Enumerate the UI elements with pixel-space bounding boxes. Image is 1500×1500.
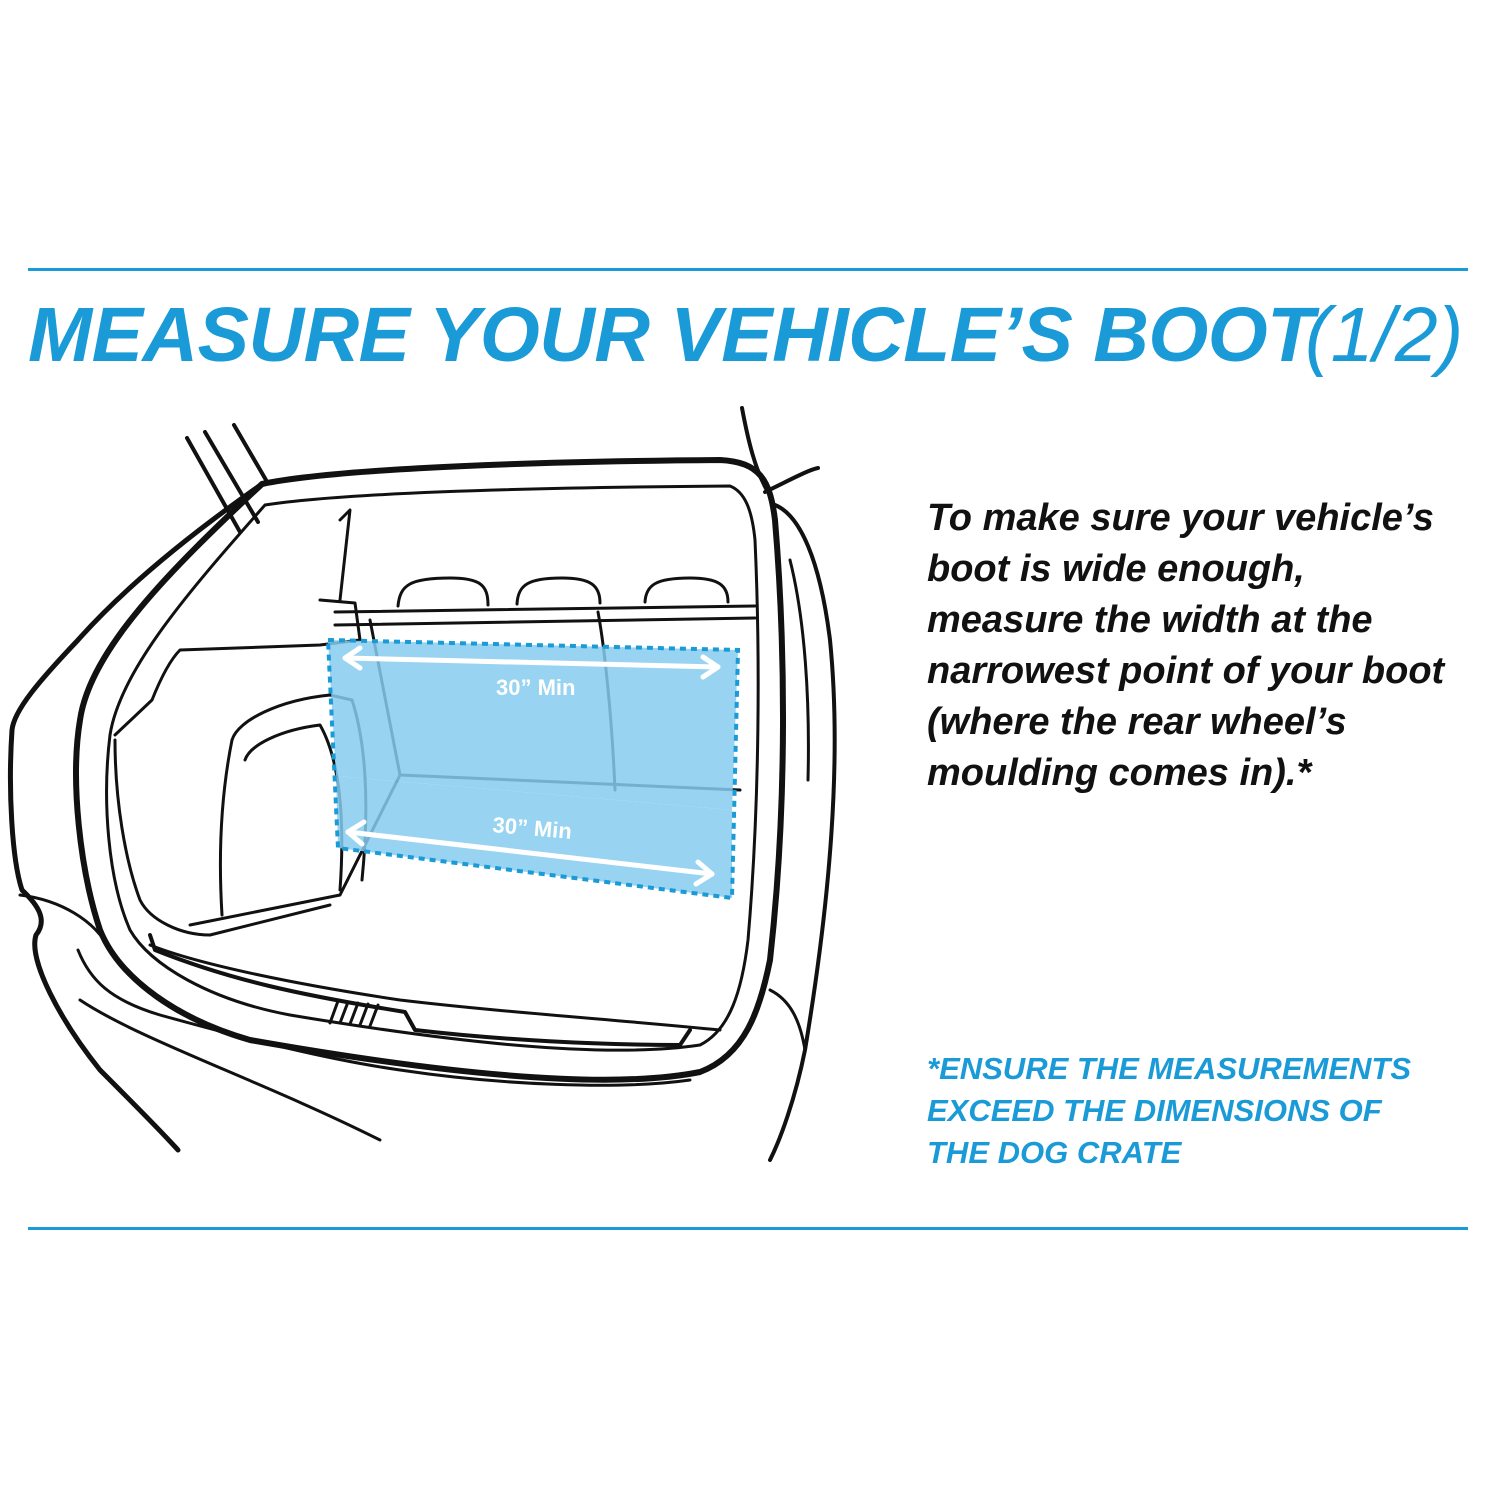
upper-width-arrow: [342, 645, 721, 680]
left-interior-panel: [113, 508, 368, 937]
boot-floor: [18, 773, 722, 1142]
car-boot-illustration: 30” Min 30” Min: [7, 406, 837, 1162]
boot-inner-frame: [105, 484, 760, 1052]
bottom-divider: [28, 1227, 1468, 1230]
latch-vent: [328, 999, 380, 1028]
page-title: MEASURE YOUR VEHICLE’S BOOT: [28, 292, 1314, 378]
page-indicator: (1/2): [1305, 292, 1464, 378]
crate-dimensions-note: *ENSURE THE MEASUREMENTS EXCEED THE DIME…: [927, 1051, 1411, 1170]
instructions-text: To make sure your vehicle’s boot is wide…: [927, 497, 1445, 794]
hatch-struts: [185, 406, 820, 534]
upper-width-label: 30” Min: [496, 675, 575, 700]
boot-opening-frame: [73, 457, 786, 1083]
top-divider: [28, 268, 1468, 271]
car-body-outline: [7, 481, 265, 1153]
lower-width-arrow: [345, 819, 715, 887]
measurement-overlay: [325, 637, 741, 901]
